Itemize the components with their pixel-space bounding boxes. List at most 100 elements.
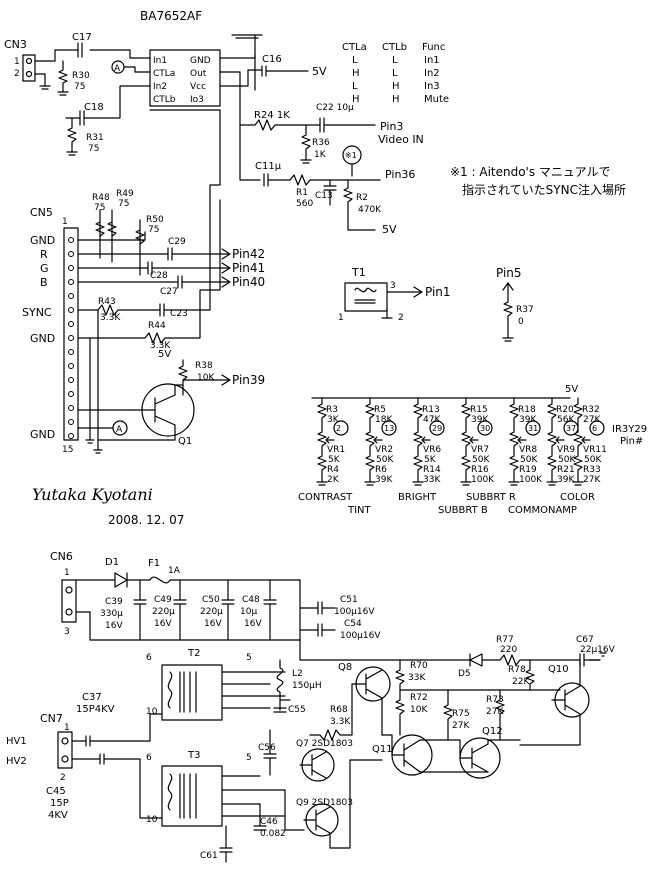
pot-rbottom-label: R21 xyxy=(557,465,575,475)
r37-symbol xyxy=(502,282,514,342)
q8-symbol xyxy=(351,669,383,699)
t2-wires xyxy=(221,671,286,709)
cn5-hole xyxy=(68,349,74,355)
c39-symbol xyxy=(133,579,147,641)
r1-symbol xyxy=(289,174,381,186)
r48-label: R48 xyxy=(92,193,110,203)
tt-cell: H xyxy=(392,81,400,92)
pots-pin-hash: Pin# xyxy=(620,436,643,447)
r38-label: R38 xyxy=(195,361,213,371)
cn5-hole xyxy=(68,405,74,411)
q9-label: Q9 2SD1803 xyxy=(296,798,353,808)
r36-label: R36 xyxy=(312,138,330,148)
pot-pin-circle xyxy=(429,420,445,436)
c22-label: C22 10μ xyxy=(316,103,354,113)
cn5-label-sync: SYNC xyxy=(22,306,52,319)
r50-label: R50 xyxy=(146,215,164,225)
c54-label: C54 xyxy=(344,619,362,629)
r72-label: R72 xyxy=(410,693,428,703)
tt-header-ctla: CTLa xyxy=(342,42,367,53)
pot-rtop-value: 47K xyxy=(423,415,441,425)
c51-c54-symbol xyxy=(299,579,336,661)
ic-pin-ctlb: CTLb xyxy=(153,95,176,105)
ic-pin-ctla: CTLa xyxy=(153,69,175,79)
ic-gnd-wire xyxy=(219,34,263,59)
pot-pin-number: 6 xyxy=(592,424,597,433)
pot-vr-label: VR6 xyxy=(423,445,441,455)
c18-symbol xyxy=(79,110,85,126)
tt-cell: L xyxy=(392,55,398,66)
cn3-pin2: 2 xyxy=(14,69,20,79)
c17-symbol xyxy=(77,42,83,58)
q1-label: Q1 xyxy=(178,436,192,447)
c11-wire xyxy=(239,124,291,187)
cn5-label-g: G xyxy=(40,262,49,275)
t2-body xyxy=(161,664,223,721)
cn3-pin-hole xyxy=(25,70,33,78)
c56-symbol xyxy=(263,729,277,776)
c49-voltage: 16V xyxy=(154,619,172,629)
cn5-label-b: B xyxy=(40,276,48,289)
r44-value: 3.3K xyxy=(150,341,171,351)
t3-label: T3 xyxy=(187,750,200,761)
c48-symbol xyxy=(263,579,277,641)
r75-label: R75 xyxy=(452,709,470,719)
wire xyxy=(34,49,151,62)
pots-ir3y29: IR3Y29 xyxy=(612,424,647,435)
cn5-hole xyxy=(68,307,74,313)
label-subbrt-b: SUBBRT B xyxy=(438,505,488,516)
pot-rtop-label: R3 xyxy=(326,405,338,415)
pin1-label: Pin1 xyxy=(425,285,451,299)
d1-label: D1 xyxy=(105,557,119,568)
r78-value: 22K xyxy=(512,677,530,687)
ic-pin-vcc: Vcc xyxy=(190,82,206,92)
video-in-label: Video IN xyxy=(378,133,424,146)
c48-label: C48 xyxy=(242,595,260,605)
t1-pin2: 2 xyxy=(398,313,404,323)
c61-symbol xyxy=(219,825,233,863)
cn3-pin-hole xyxy=(25,57,33,65)
c46-label: C46 xyxy=(260,817,278,827)
c51-value: 100μ16V xyxy=(334,607,375,617)
pot-rbottom-label: R14 xyxy=(423,465,441,475)
pot-rtop-label: R15 xyxy=(470,405,488,415)
c28-label: C28 xyxy=(150,271,168,281)
pot-rtop-value: 27K xyxy=(583,415,601,425)
c27-label: C27 xyxy=(160,287,178,297)
pot-wiper xyxy=(325,436,335,444)
t1-label: T1 xyxy=(351,266,366,279)
cn7-hole xyxy=(61,755,69,763)
r48-value: 75 xyxy=(94,203,105,213)
pots-5v: 5V xyxy=(565,384,578,395)
cn6-label: CN6 xyxy=(50,550,73,563)
note-marker-text: ※1 xyxy=(345,151,357,160)
d5-label: D5 xyxy=(458,669,471,679)
pot-rbottom-label: R33 xyxy=(583,465,601,475)
r30-value: 75 xyxy=(74,82,85,92)
pot-pin-number: 2 xyxy=(336,424,341,433)
cn7-pin1: 1 xyxy=(64,723,70,733)
cn5-pin-holes xyxy=(68,237,74,439)
c48-voltage: 16V xyxy=(244,619,262,629)
label-bright: BRIGHT xyxy=(398,492,437,503)
pin42-label: Pin42 xyxy=(232,247,265,261)
c45-voltage: 4KV xyxy=(48,810,68,821)
pot-wiper xyxy=(421,436,431,444)
c48-value: 10μ xyxy=(240,607,257,617)
c45-value: 15P xyxy=(50,798,69,809)
vcc-wire xyxy=(219,65,267,87)
q10-label: Q10 xyxy=(548,664,569,675)
c67-value: 22μ16V xyxy=(580,645,616,655)
tt-cell: H xyxy=(352,68,360,79)
q9-wires xyxy=(253,789,305,831)
c54-value: 100μ16V xyxy=(340,631,381,641)
c17-label: C17 xyxy=(72,32,92,43)
c55-label: C55 xyxy=(288,705,306,715)
cn7-label: CN7 xyxy=(40,712,63,725)
pot-vr-value: 50K xyxy=(472,455,490,465)
ic-pin-io3: Io3 xyxy=(190,95,204,105)
c23-label: C23 xyxy=(170,309,188,319)
tt-cell: L xyxy=(352,55,358,66)
c22-symbol xyxy=(319,117,376,133)
q12-symbol xyxy=(459,743,489,773)
